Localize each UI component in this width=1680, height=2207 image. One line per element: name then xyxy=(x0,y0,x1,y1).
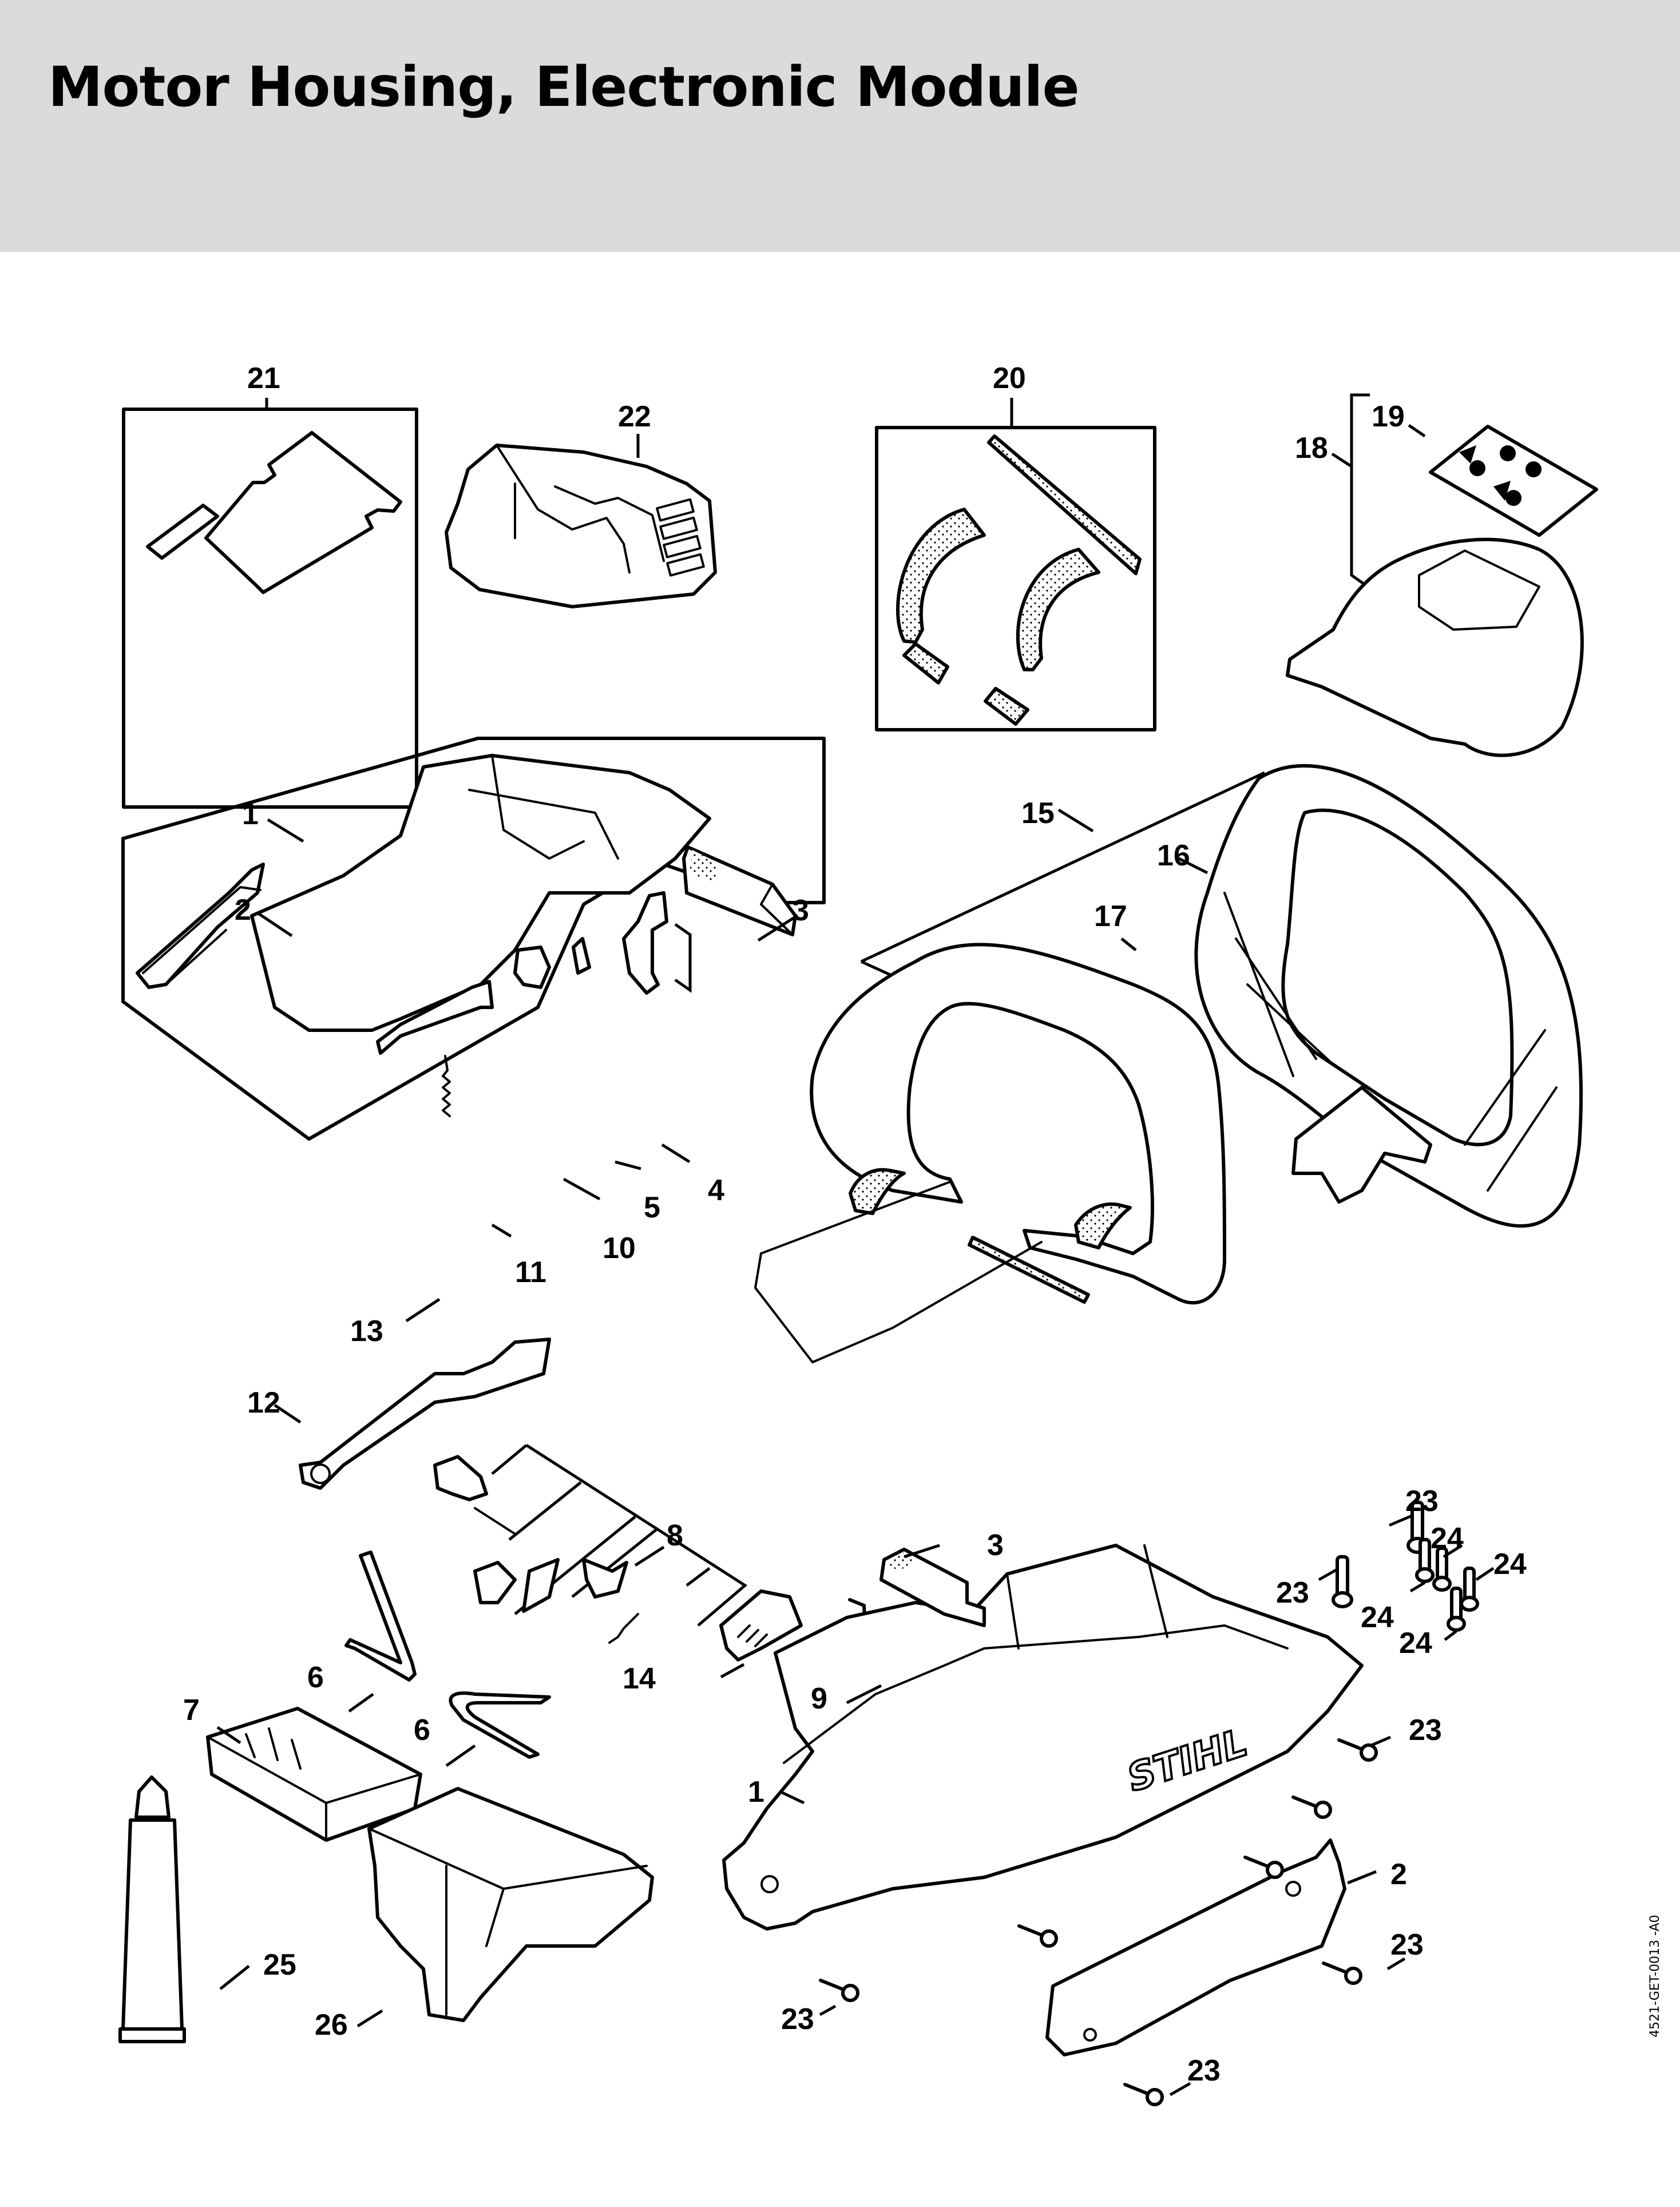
callout-24-a: 24 xyxy=(1431,1522,1464,1555)
part-19-warning-decal[interactable] xyxy=(1429,425,1598,537)
part-26-electronic-module[interactable] xyxy=(367,1787,654,2022)
callout-6-a: 6 xyxy=(307,1661,324,1694)
document-id: 4521-GET-0013 -A0 xyxy=(1648,1915,1662,2038)
callout-23-f: 23 xyxy=(1187,2054,1221,2087)
part-13-spring[interactable] xyxy=(442,1055,451,1117)
callout-5: 5 xyxy=(644,1191,660,1224)
callout-26: 26 xyxy=(315,2008,348,2042)
callout-6-b: 6 xyxy=(414,1714,430,1747)
callout-1-lower: 1 xyxy=(748,1775,764,1809)
callout-16: 16 xyxy=(1157,839,1190,872)
header-band: Motor Housing, Electronic Module xyxy=(0,0,1680,252)
callout-7: 7 xyxy=(183,1694,200,1727)
leader-lines xyxy=(216,398,1495,2097)
callout-17: 17 xyxy=(1094,900,1127,933)
callout-13: 13 xyxy=(350,1315,383,1348)
part-20-foam-kit[interactable] xyxy=(875,426,1156,731)
callout-12: 12 xyxy=(247,1386,280,1419)
callout-14: 14 xyxy=(623,1662,656,1695)
callout-18: 18 xyxy=(1295,432,1328,465)
callout-23-b: 23 xyxy=(1276,1576,1309,1609)
part-22-module-cover[interactable] xyxy=(445,444,717,608)
callout-23-a: 23 xyxy=(1405,1485,1439,1518)
part-1-housing-lower[interactable]: STIHL xyxy=(722,1544,1364,1931)
part-12-switch-lever[interactable] xyxy=(299,1338,551,1490)
callout-10: 10 xyxy=(603,1232,636,1265)
callout-8: 8 xyxy=(667,1519,683,1552)
callout-21: 21 xyxy=(247,362,280,395)
callout-24-d: 24 xyxy=(1399,1627,1432,1660)
part-8-lock-assembly[interactable] xyxy=(433,1443,748,1644)
callout-labels: 21 22 20 19 18 1 2 3 4 5 10 11 13 12 15 … xyxy=(183,362,1527,2087)
part-2-handle-shell-lower[interactable] xyxy=(1045,1838,1346,2056)
part-21-decal-kit[interactable] xyxy=(122,408,418,809)
part-6-leg-spring-a[interactable] xyxy=(344,1551,417,1682)
screws-23-24[interactable] xyxy=(819,1501,1479,2106)
part-3-foam-lower[interactable] xyxy=(879,1548,986,1627)
callout-25: 25 xyxy=(263,1948,296,1981)
part-6-leg-spring-b[interactable] xyxy=(449,1691,551,1759)
callout-11: 11 xyxy=(515,1256,546,1289)
callout-23-d: 23 xyxy=(1390,1928,1424,1961)
callout-24-b: 24 xyxy=(1493,1548,1527,1581)
part-16-loop-handle[interactable] xyxy=(1194,764,1583,1228)
front-handle-bar[interactable] xyxy=(754,943,1226,1363)
part-3-foam-upper[interactable] xyxy=(682,845,797,936)
callout-2-lower: 2 xyxy=(1390,1858,1407,1891)
part-4-switch-assembly[interactable] xyxy=(622,891,692,995)
part-11-lever[interactable] xyxy=(376,980,494,1055)
part-15-front-handle-assembly[interactable] xyxy=(860,771,1266,978)
callout-23-c: 23 xyxy=(1409,1714,1442,1747)
callout-3-lower: 3 xyxy=(987,1529,1004,1562)
part-14-trigger[interactable] xyxy=(719,1589,803,1662)
part-10-switch-shaft[interactable] xyxy=(513,946,551,989)
callout-22: 22 xyxy=(618,400,651,433)
callout-2-upper: 2 xyxy=(235,893,251,927)
callout-1-upper: 1 xyxy=(242,798,259,831)
callout-20: 20 xyxy=(993,362,1026,395)
callout-3-upper: 3 xyxy=(793,894,809,927)
part-5-spacer[interactable] xyxy=(572,937,591,975)
part-2-handle-shell-upper[interactable] xyxy=(142,886,261,986)
part-18-cover[interactable] xyxy=(1286,393,1584,757)
callout-19: 19 xyxy=(1372,400,1405,433)
callout-24-c: 24 xyxy=(1361,1601,1394,1634)
part-1-housing-upper[interactable] xyxy=(121,737,826,1141)
callout-23-e: 23 xyxy=(781,2003,814,2036)
callout-9: 9 xyxy=(811,1682,827,1715)
page-title: Motor Housing, Electronic Module xyxy=(48,55,1080,119)
part-25-grease-tube[interactable] xyxy=(118,1775,186,2043)
callout-4: 4 xyxy=(708,1174,724,1207)
callout-15: 15 xyxy=(1021,797,1055,830)
